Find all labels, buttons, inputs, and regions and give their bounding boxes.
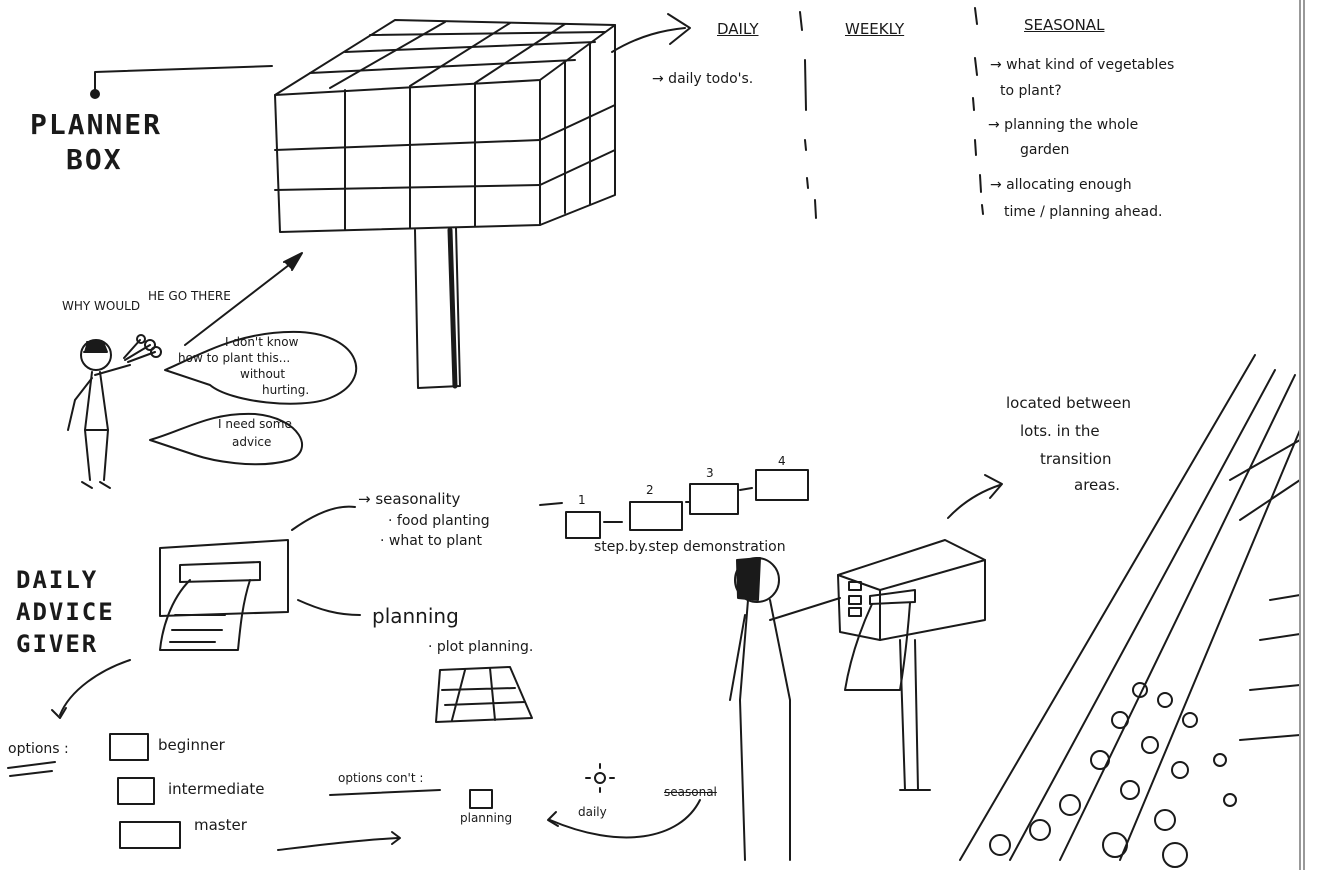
- seasonal-note-5: → allocating enough: [990, 177, 1132, 193]
- step-number-4: 4: [778, 454, 786, 468]
- step-thumbnails: [565, 469, 809, 539]
- tab-daily[interactable]: DAILY: [717, 20, 759, 38]
- plot-planning-drawing: [435, 666, 533, 723]
- advice-title-1: DAILY: [16, 566, 99, 594]
- options-cont-label: options con't :: [338, 771, 424, 785]
- bubble2-line1: I need some: [218, 417, 292, 431]
- seasonal-note-3: → planning the whole: [988, 117, 1139, 133]
- question-text-1: WHY WOULD: [62, 299, 141, 313]
- seasonal-note-6: time / planning ahead.: [1004, 204, 1163, 220]
- branch-seasonality: [291, 505, 356, 531]
- planner-box-title-1: PLANNER: [30, 108, 163, 141]
- options-label: options :: [8, 741, 69, 757]
- step-number-1: 1: [578, 493, 586, 507]
- option-icon-master: [119, 821, 181, 849]
- option-daily[interactable]: daily: [578, 805, 607, 819]
- bubble1-line1: I don't know: [225, 335, 299, 349]
- seasonal-note-2: to plant?: [1000, 83, 1062, 99]
- kiosk-drawing: [837, 539, 986, 791]
- seasonal-note-4: garden: [1020, 142, 1070, 158]
- food-planting-label: · food planting: [388, 513, 490, 529]
- person-right-drawing: [729, 557, 841, 861]
- speech-bubble-2: [149, 412, 303, 466]
- bubble1-line4: hurting.: [262, 383, 310, 397]
- option-icon-intermediate: [117, 777, 155, 805]
- bubble2-line2: advice: [232, 435, 272, 449]
- person-arrow: [184, 257, 299, 346]
- what-to-plant-label: · what to plant: [380, 533, 482, 549]
- daily-note: → daily todo's.: [652, 71, 754, 87]
- tab-seasonal[interactable]: SEASONAL: [1024, 16, 1105, 34]
- plot-planning-label: · plot planning.: [428, 639, 534, 655]
- calendar-icon: [469, 789, 493, 809]
- branch-planning: [297, 599, 361, 616]
- option-seasonal[interactable]: seasonal: [664, 785, 717, 799]
- option-master[interactable]: master: [194, 816, 247, 834]
- sun-icon: [594, 772, 606, 784]
- question-text-2: HE GO THERE: [148, 289, 231, 303]
- person-left-drawing: [67, 334, 162, 489]
- seasonal-note-1: → what kind of vegetables: [990, 57, 1175, 73]
- advice-title-2: ADVICE: [16, 598, 115, 626]
- location-note-4: areas.: [1074, 476, 1121, 494]
- advice-title-3: GIVER: [16, 630, 99, 658]
- branch-options: [59, 659, 131, 716]
- option-planning[interactable]: planning: [460, 811, 513, 825]
- option-beginner[interactable]: beginner: [158, 736, 225, 754]
- garden-field-drawing: [959, 354, 1301, 868]
- column-divider-2: [972, 7, 984, 215]
- option-intermediate[interactable]: intermediate: [168, 780, 265, 798]
- step-caption: step.by.step demonstration: [594, 539, 786, 555]
- step-number-2: 2: [646, 483, 654, 497]
- planning-label: planning: [372, 604, 459, 628]
- planner-box-title-2: BOX: [66, 143, 123, 176]
- title-pointer-dot: [90, 89, 100, 99]
- bubble1-line2: how to plant this...: [178, 351, 291, 365]
- column-divider-1: [799, 11, 817, 219]
- step-number-3: 3: [706, 466, 714, 480]
- location-note-3: transition: [1040, 450, 1112, 468]
- seasonality-label: → seasonality: [358, 490, 461, 508]
- box-arrow: [611, 27, 686, 53]
- tab-weekly[interactable]: WEEKLY: [845, 20, 905, 38]
- title-pointer-line: [94, 65, 273, 93]
- option-icon-beginner: [109, 733, 149, 761]
- advice-giver-drawing: [159, 539, 289, 651]
- bubble1-line3: without: [240, 367, 286, 381]
- planner-box-drawing: [274, 19, 616, 389]
- location-note-1: located between: [1006, 394, 1132, 412]
- speech-bubble-1: [164, 330, 358, 405]
- location-note-2: lots. in the: [1020, 422, 1100, 440]
